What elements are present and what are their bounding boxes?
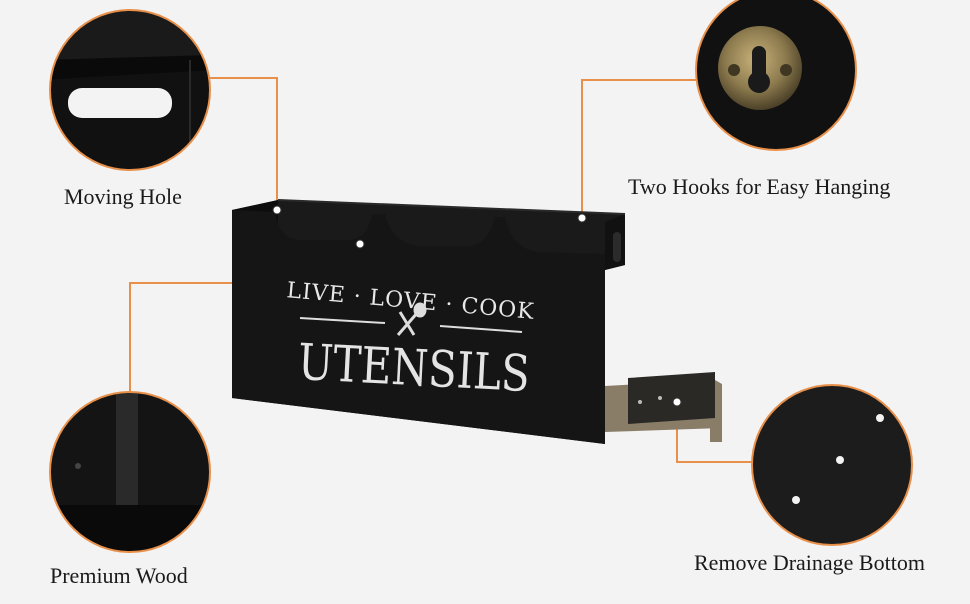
callout-moving-hole: Moving Hole [64,184,182,209]
detail-moving-hole[interactable] [40,9,240,180]
screw-left-icon [728,64,740,76]
detail-wood[interactable] [49,391,211,555]
detail-hooks[interactable] [695,0,857,151]
screw-right-icon [780,64,792,76]
leader-dots [272,205,682,407]
callout-wood: Premium Wood [50,563,188,588]
product-name: UTENSILS [297,333,532,403]
leader-hooks [581,79,697,214]
drainage-board[interactable] [605,372,722,442]
callout-drainage: Remove Drainage Bottom [694,550,925,575]
utensil-box: LIVE · LOVE · COOK UTENSILS [232,199,626,444]
callout-hooks: Two Hooks for Easy Hanging [628,174,891,199]
leader-moving-hole [210,77,278,206]
detail-drainage[interactable] [751,384,913,546]
spatula-spoon-icon [396,302,427,336]
